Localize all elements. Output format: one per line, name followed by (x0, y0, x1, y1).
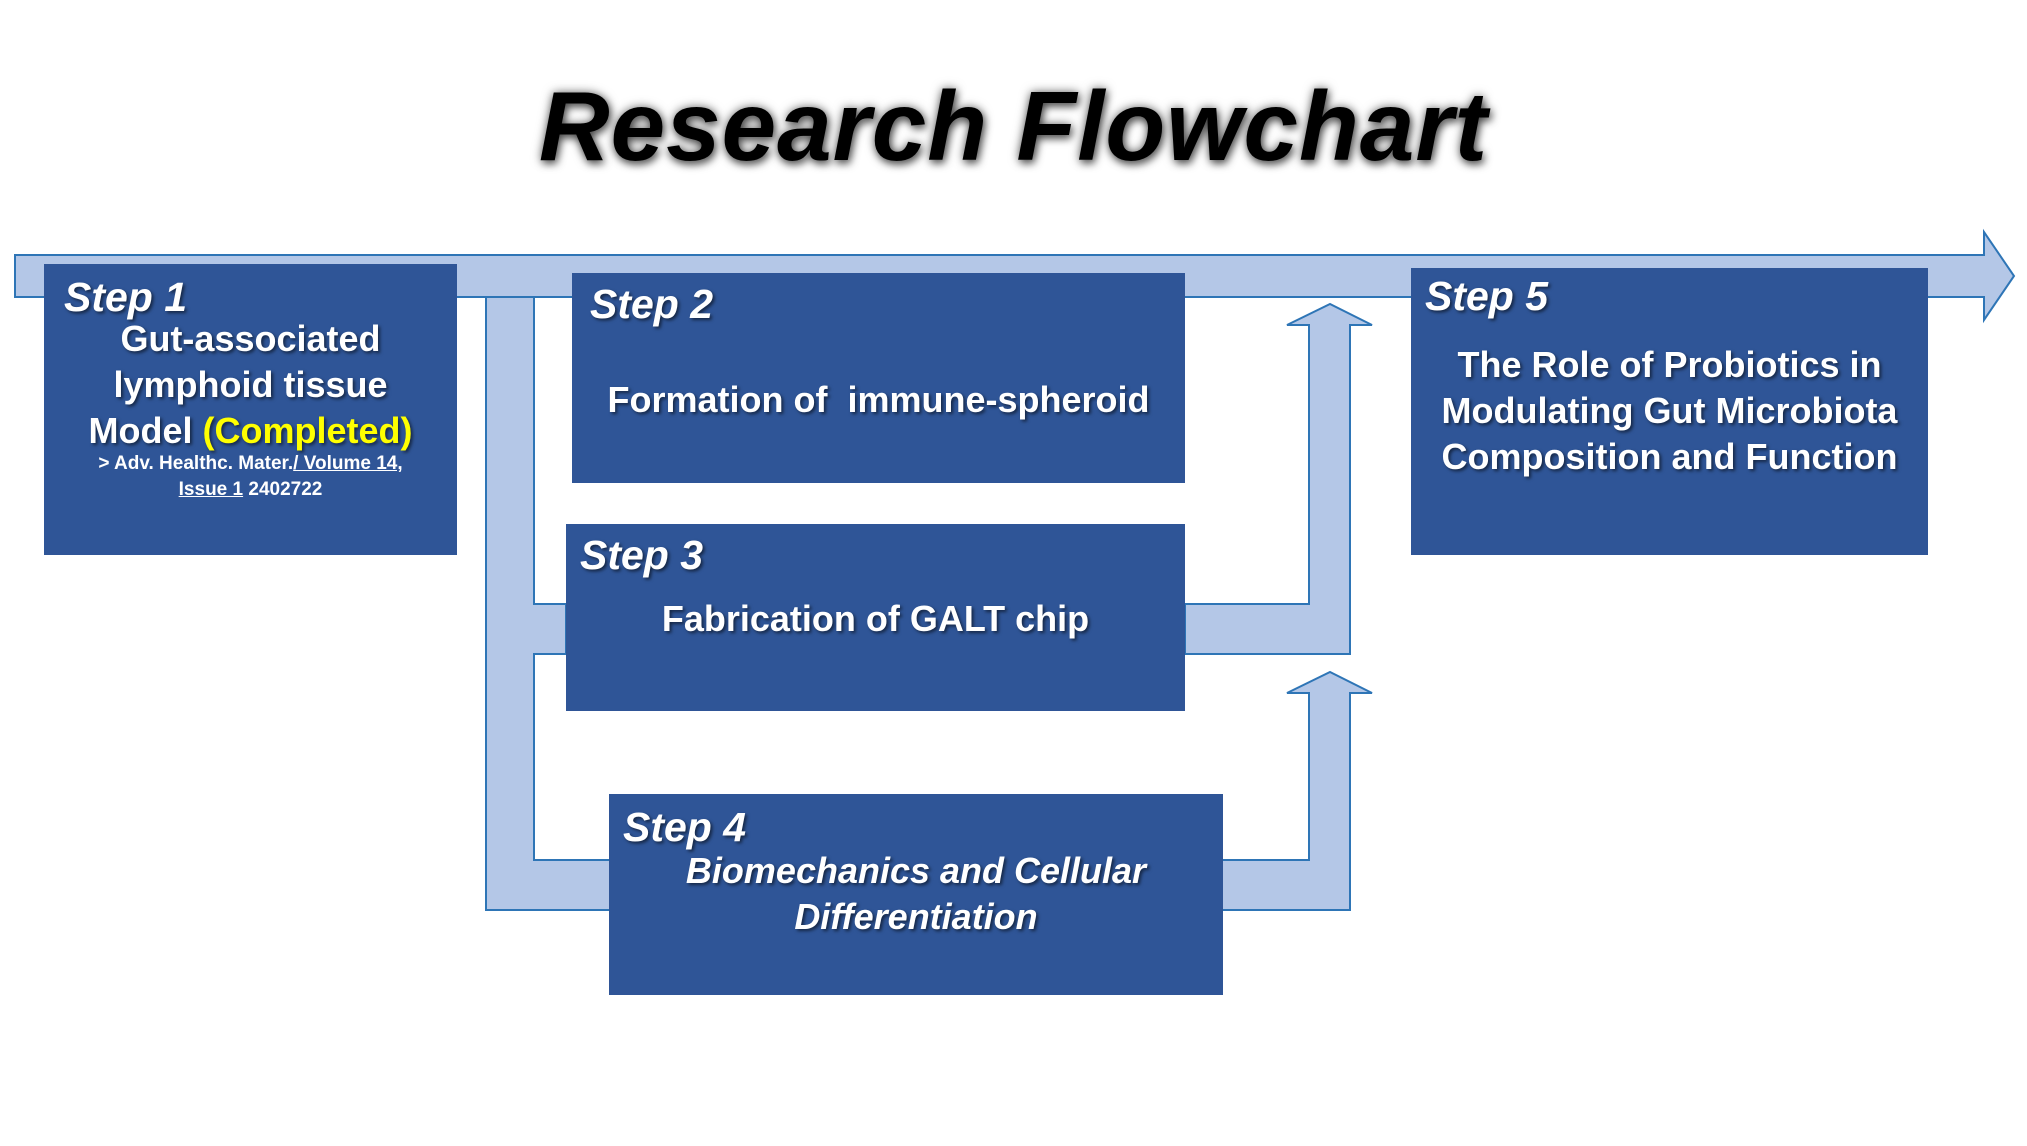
step-1-line2: lymphoid tissue (113, 364, 388, 405)
step-5-label: Step 5 (1425, 273, 1549, 319)
step3-up-arrow (1184, 302, 1373, 655)
step-5-line1: The Role of Probiotics in (1457, 344, 1882, 385)
step-1-citation-line2: Issue 1 2402722 (44, 477, 457, 503)
step-1-line3-prefix: Model (88, 410, 193, 451)
step-5-line3: Composition and Function (1441, 436, 1898, 477)
step-4-line1: Biomechanics and Cellular (685, 850, 1147, 891)
step-1-status: (Completed) (202, 410, 413, 451)
step-1-citation-link1[interactable]: / Volume 14, (293, 453, 403, 474)
step-1-line3: Model (Completed) (44, 408, 457, 454)
step-2-label: Step 2 (590, 281, 714, 327)
step-1-citation-line1: > Adv. Healthc. Mater./ Volume 14, (44, 451, 457, 477)
left-trunk-branch (485, 296, 611, 911)
step-4-line2: Differentiation (794, 896, 1038, 937)
step-3-label: Step 3 (580, 532, 704, 578)
step-5-line2: Modulating Gut Microbiota (1441, 390, 1898, 431)
step-4-box: Step 4 Biomechanics and Cellular Differe… (609, 794, 1223, 995)
step-2-text: Formation of immune-spheroid (607, 379, 1150, 420)
step-1-citation-link2[interactable]: Issue 1 (178, 479, 244, 500)
step-2-box: Step 2 Formation of immune-spheroid (572, 273, 1185, 483)
step-3-text: Fabrication of GALT chip (661, 598, 1090, 639)
step-4-label: Step 4 (623, 804, 747, 850)
step-1-box: Step 1 Gut-associated lymphoid tissue Mo… (44, 264, 457, 555)
page-title: Research Flowchart (538, 71, 1489, 181)
step4-up-arrow (1221, 670, 1373, 911)
step-1-citation-suffix: 2402722 (248, 479, 323, 500)
step-1-label: Step 1 (64, 274, 188, 320)
step-4-title: Biomechanics and Cellular Differentiatio… (609, 848, 1223, 940)
step-3-box: Step 3 Fabrication of GALT chip (566, 524, 1185, 711)
step-1-citation: > Adv. Healthc. Mater./ Volume 14, Issue… (44, 451, 457, 503)
step-1-citation-prefix: > Adv. Healthc. Mater. (98, 453, 294, 474)
step-1-line1: Gut-associated (120, 318, 381, 359)
step-5-box: Step 5 The Role of Probiotics in Modulat… (1411, 268, 1928, 555)
step-1-title: Gut-associated lymphoid tissue Model (Co… (44, 316, 457, 454)
step-5-title: The Role of Probiotics in Modulating Gut… (1411, 342, 1928, 480)
